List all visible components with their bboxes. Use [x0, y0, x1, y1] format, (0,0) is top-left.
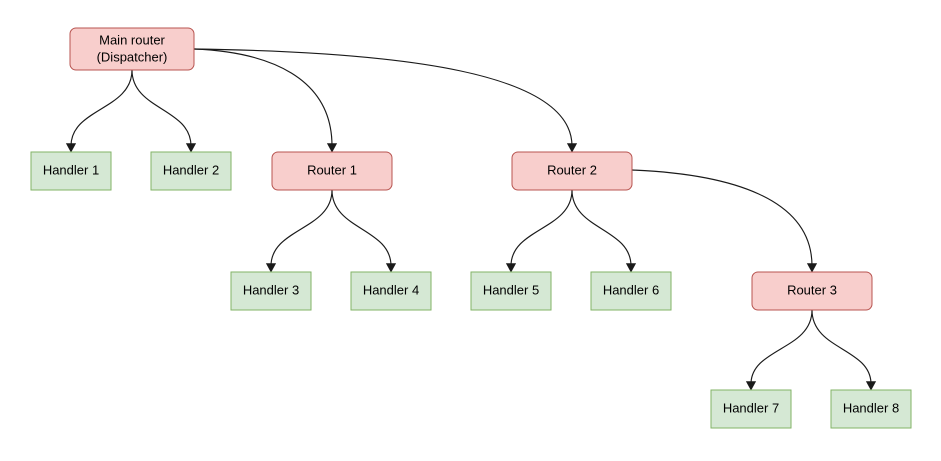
node-handler-2[interactable]: Handler 2 [150, 151, 232, 191]
node-label: Router 2 [547, 162, 597, 177]
edge-router-2-to-router-3 [631, 169, 818, 273]
node-handler-3[interactable]: Handler 3 [230, 271, 312, 311]
node-label: Handler 1 [43, 162, 99, 177]
edge-line [811, 309, 872, 385]
arrowhead-icon [185, 143, 197, 153]
arrowhead-icon [265, 263, 277, 273]
node-router-3[interactable]: Router 3 [751, 271, 873, 311]
edge-router-1-to-handler-3 [265, 189, 333, 273]
arrowhead-icon [566, 143, 578, 153]
node-handler-4[interactable]: Handler 4 [350, 271, 432, 311]
edge-router-2-to-handler-5 [505, 189, 573, 273]
node-handler-5[interactable]: Handler 5 [470, 271, 552, 311]
node-box[interactable] [590, 271, 672, 311]
edge-router-2-to-handler-6 [571, 189, 637, 273]
node-label: Router 1 [307, 162, 357, 177]
node-handler-7[interactable]: Handler 7 [710, 389, 792, 429]
node-box[interactable] [230, 271, 312, 311]
edges-layer [65, 48, 877, 391]
node-box[interactable] [511, 151, 633, 191]
node-label: Handler 2 [163, 162, 219, 177]
node-label: Handler 4 [363, 282, 419, 297]
edge-line [270, 189, 333, 267]
node-label: Handler 3 [243, 282, 299, 297]
edge-main-to-router-1 [193, 48, 338, 153]
node-handler-1[interactable]: Handler 1 [30, 151, 112, 191]
edge-line [331, 189, 392, 267]
node-label: Handler 7 [723, 400, 779, 415]
node-label-secondary: (Dispatcher) [97, 49, 168, 64]
edge-main-to-router-2 [193, 48, 578, 153]
node-box[interactable] [271, 151, 393, 191]
node-label: Handler 5 [483, 282, 539, 297]
arrowhead-icon [806, 263, 818, 273]
edge-line [70, 69, 133, 147]
node-box[interactable] [710, 389, 792, 429]
node-handler-6[interactable]: Handler 6 [590, 271, 672, 311]
edge-router-3-to-handler-8 [811, 309, 877, 391]
node-label: Handler 6 [603, 282, 659, 297]
edge-line [510, 189, 573, 267]
arrowhead-icon [865, 381, 877, 391]
node-box[interactable] [69, 27, 195, 71]
arrowhead-icon [65, 143, 77, 153]
edge-line [131, 69, 192, 147]
node-box[interactable] [150, 151, 232, 191]
edge-router-3-to-handler-7 [745, 309, 813, 391]
edge-main-to-handler-1 [65, 69, 133, 153]
node-box[interactable] [470, 271, 552, 311]
node-label: Handler 8 [843, 400, 899, 415]
edge-line [571, 189, 632, 267]
node-router-1[interactable]: Router 1 [271, 151, 393, 191]
node-box[interactable] [751, 271, 873, 311]
arrowhead-icon [745, 381, 757, 391]
edge-line [631, 169, 813, 267]
edge-router-1-to-handler-4 [331, 189, 397, 273]
node-box[interactable] [30, 151, 112, 191]
node-router-2[interactable]: Router 2 [511, 151, 633, 191]
node-main-router[interactable]: Main router (Dispatcher) [69, 27, 195, 71]
arrowhead-icon [625, 263, 637, 273]
edge-main-to-handler-2 [131, 69, 197, 153]
nodes-layer: Main router (Dispatcher) Handler 1 Handler … [30, 27, 912, 429]
node-label: Router 3 [787, 282, 837, 297]
node-label: Main router [99, 32, 165, 47]
edge-line [750, 309, 813, 385]
arrowhead-icon [505, 263, 517, 273]
node-handler-8[interactable]: Handler 8 [830, 389, 912, 429]
arrowhead-icon [326, 143, 338, 153]
node-box[interactable] [350, 271, 432, 311]
node-box[interactable] [830, 389, 912, 429]
edge-line [193, 48, 573, 147]
edge-line [193, 48, 333, 147]
arrowhead-icon [385, 263, 397, 273]
